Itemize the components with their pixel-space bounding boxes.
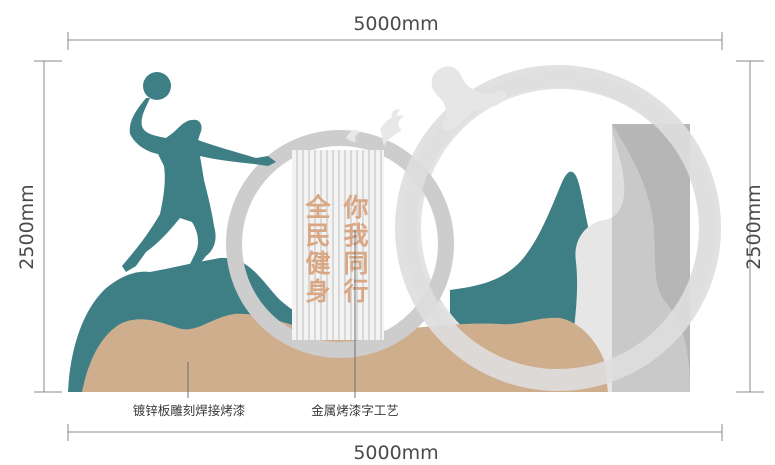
material-callout-center: 金属烤漆字工艺 (311, 403, 399, 418)
dove-icon (380, 109, 404, 146)
vertical-stripe-panel (292, 150, 384, 340)
dimension-lines (34, 32, 764, 441)
small-ring (226, 130, 454, 358)
light-swoosh-panel (566, 124, 625, 392)
basketball-player-silhouette (122, 72, 276, 272)
slogan-char: 民 (305, 221, 330, 250)
top-width-label: 5000mm (353, 13, 438, 35)
left-height-label: 2500mm (16, 184, 38, 269)
slogan-char: 你 (342, 193, 368, 222)
large-dove-icon (431, 66, 507, 131)
material-callout-left: 镀锌板雕刻焊接烤漆 (133, 403, 246, 418)
right-height-label: 2500mm (743, 184, 765, 269)
slogan-left-column: 全 民 健 身 (304, 193, 331, 306)
signage-artwork: 全 民 健 身 你 我 同 行 (68, 65, 721, 392)
callout-leaders (187, 230, 356, 398)
slogan-char: 全 (304, 193, 331, 222)
large-ring-front (395, 65, 721, 391)
small-dove-icon (346, 130, 360, 142)
slogan-char: 我 (343, 221, 368, 250)
player-figure (122, 98, 276, 272)
slogan-char: 健 (305, 249, 330, 278)
basketball-icon (143, 72, 171, 100)
bottom-width-label: 5000mm (353, 442, 438, 464)
slogan-char: 同 (343, 249, 368, 278)
slogan-char: 身 (305, 277, 330, 306)
